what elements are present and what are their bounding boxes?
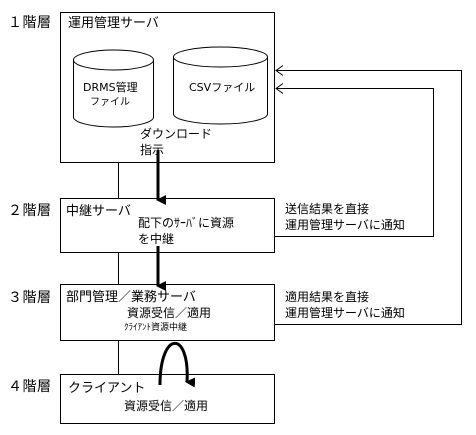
level-1-label: １階層 [8,15,52,31]
drms-db-label-line2: ファイル [90,97,130,108]
tier3-box [60,284,275,341]
tier3-notify-note-line1: 適用結果を直接 [285,290,370,304]
tier2-desc-line1: 配下のｻｰﾊﾞに資源 [138,216,235,230]
tier2-desc-line2: を中継 [138,232,175,246]
tier3-notify-note-line2: 運用管理サーバに通知 [285,306,405,320]
tier4-desc: 資源受信／適用 [124,399,209,413]
csv-db-label: CSVファイル [189,81,256,94]
download-instruction-line2: 指示 [140,143,165,157]
notify-line-tier2 [274,88,434,237]
tier3-desc-line2: ｸﾗｲｱﾝﾄ資源中継 [124,323,188,333]
download-instruction-line1: ダウンロード [140,127,213,141]
tier2-title: 中継サーバ [66,204,131,219]
tier3-title: 部門管理／業務サーバ [66,290,196,305]
csv-db-cylinder [173,46,268,125]
tier2-notify-note-line2: 運用管理サーバに通知 [285,218,405,232]
level-4-label: ４階層 [8,379,52,395]
level-2-label: ２階層 [8,203,52,219]
tier2-notify-note-line1: 送信結果を直接 [285,202,370,216]
drms-db-cylinder [73,49,154,128]
notify-line-tier3 [274,70,462,325]
download-arrow-3-4 [158,341,196,388]
tier4-box [60,374,275,424]
notify-arrowhead-tier3 [275,65,284,76]
notify-arrowhead-tier2 [275,83,284,94]
tier3-desc-line1: 資源受信／適用 [127,306,212,320]
tier4-title: クライアント [68,381,146,396]
drms-db-label-line1: DRMS管理 [83,81,138,94]
tier1-box [60,12,275,163]
tier1-title: 運用管理サーバ [68,16,159,31]
level-3-label: ３階層 [8,290,52,306]
tier2-box [60,198,275,253]
